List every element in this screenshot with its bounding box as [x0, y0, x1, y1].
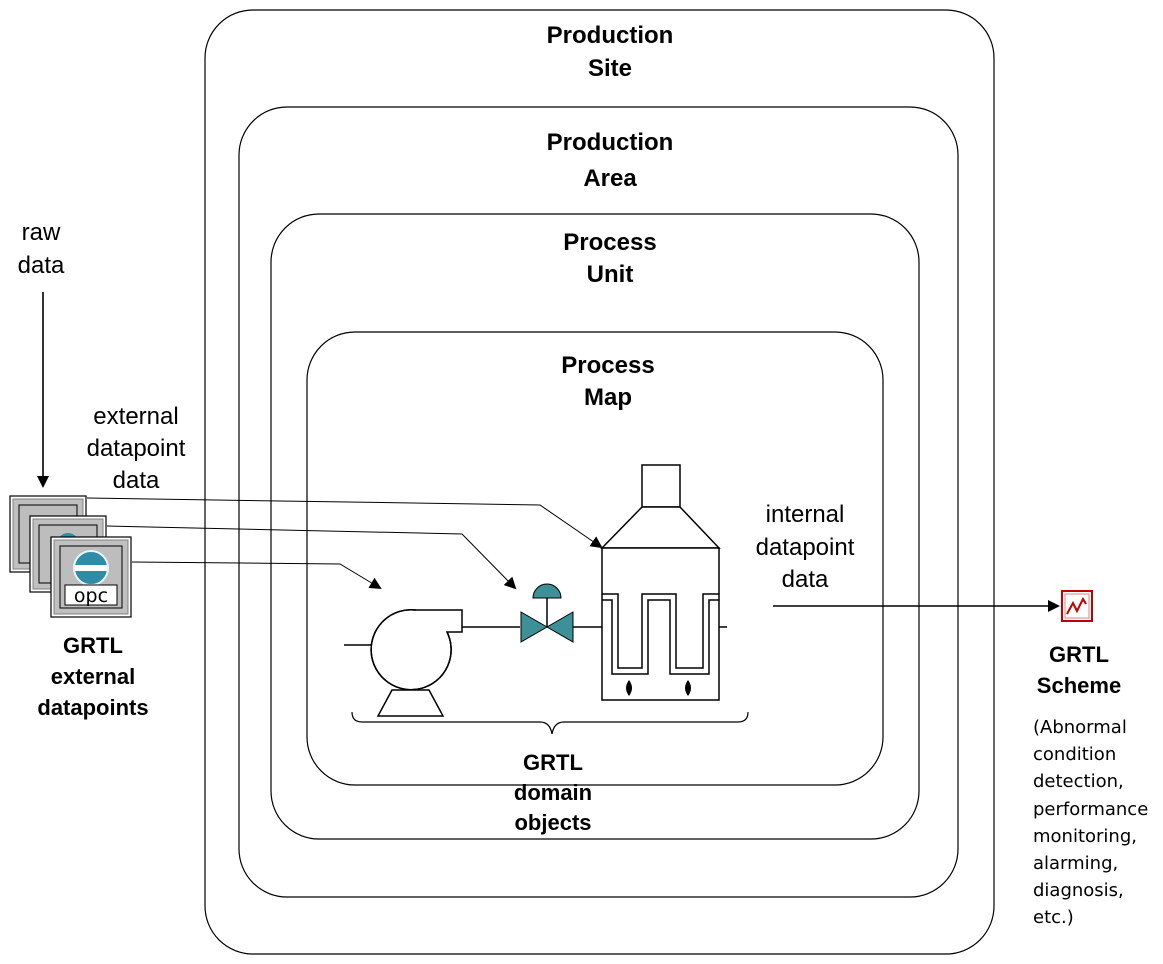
raw-data-label-line1: raw [22, 219, 61, 246]
domain-objects-brace [351, 711, 749, 735]
control-valve-icon[interactable] [520, 583, 604, 643]
production-area-title-line1: Production [547, 129, 674, 156]
production-area-box [238, 106, 959, 898]
scheme-description-line4: performance [1033, 799, 1148, 820]
external-datapoint-data-label-line1: external [93, 403, 178, 430]
grtl-domain-objects-label-line2: domain [514, 780, 592, 805]
scheme-description-line8: etc.) [1033, 907, 1074, 928]
grtl-external-datapoints-label-line1: GRTL [63, 633, 123, 658]
scheme-description-line7: diagnosis, [1033, 880, 1124, 901]
process-unit-title-line1: Process [563, 229, 656, 256]
grtl-external-datapoints-label-line3: datapoints [37, 695, 148, 720]
grtl-domain-objects-label-line3: objects [514, 810, 591, 835]
production-site-title-line1: Production [547, 22, 674, 49]
internal-datapoint-data-label-line2: datapoint [756, 534, 855, 561]
scheme-description-line2: condition [1033, 744, 1116, 765]
process-unit-title-line2: Unit [587, 261, 634, 288]
opc-icon-front[interactable]: opc [50, 536, 132, 618]
opc-globe-icon [73, 550, 109, 586]
furnace-icon[interactable] [600, 464, 727, 701]
grtl-scheme-icon[interactable] [1061, 590, 1093, 622]
production-area-title-line2: Area [583, 165, 637, 192]
production-site-title-line2: Site [588, 55, 632, 82]
grtl-external-datapoints-label-line2: external [51, 664, 135, 689]
process-map-title-line1: Process [561, 352, 654, 379]
connector-to-furnace [86, 497, 603, 549]
opc-icon-label: opc [74, 585, 108, 607]
process-map-box [306, 331, 884, 786]
scheme-description-line6: alarming, [1033, 853, 1118, 874]
grtl-scheme-label-line1: GRTL [1049, 642, 1109, 667]
burner-flame-icon [685, 680, 691, 696]
scheme-description-line1: (Abnormal [1033, 717, 1127, 738]
grtl-domain-objects-label-line1: GRTL [523, 750, 583, 775]
grtl-scheme-label-line2: Scheme [1037, 673, 1121, 698]
scheme-description-line3: detection, [1033, 771, 1124, 792]
connector-to-valve [106, 525, 517, 590]
process-unit-box [270, 213, 920, 840]
external-datapoint-data-label-line2: datapoint [87, 435, 186, 462]
burner-flame-icon [626, 680, 632, 696]
scheme-description-line5: monitoring, [1033, 826, 1137, 847]
internal-datapoint-data-label-line3: data [782, 566, 829, 593]
pump-icon[interactable] [344, 608, 520, 717]
connector-to-pump [131, 561, 382, 590]
production-site-box [204, 9, 995, 955]
raw-data-label-line2: data [18, 252, 65, 279]
external-datapoint-data-label-line3: data [113, 467, 160, 494]
process-map-title-line2: Map [584, 384, 632, 411]
internal-datapoint-data-label-line1: internal [766, 501, 845, 528]
